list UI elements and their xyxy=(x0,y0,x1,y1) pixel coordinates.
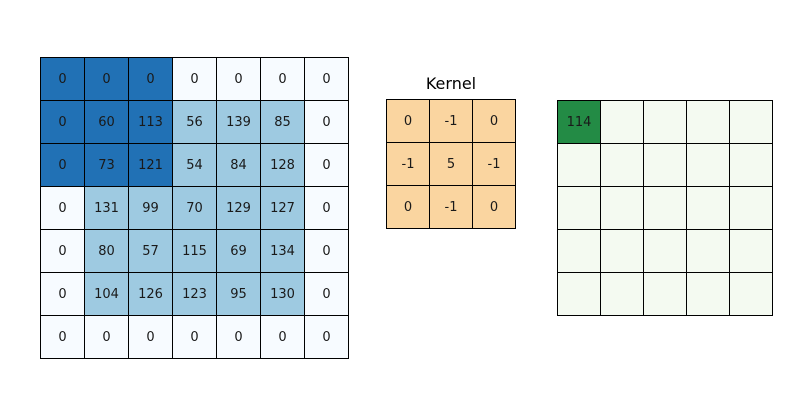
input-matrix-cell-r6c6: 0 xyxy=(305,316,348,358)
output-matrix-cell-r4c3 xyxy=(687,273,729,315)
output-matrix-cell-r3c0 xyxy=(558,230,600,272)
input-matrix-cell-r1c4: 139 xyxy=(217,101,260,143)
input-matrix-cell-r3c4: 129 xyxy=(217,187,260,229)
kernel-cell-r1c1: 5 xyxy=(430,143,472,185)
input-matrix-cell-r1c0: 0 xyxy=(41,101,84,143)
input-matrix-cell-r6c0: 0 xyxy=(41,316,84,358)
output-matrix-cell-r0c1 xyxy=(601,101,643,143)
input-matrix-cell-r3c2: 99 xyxy=(129,187,172,229)
output-matrix-grid: 114 xyxy=(557,100,773,316)
input-matrix-cell-r2c1: 73 xyxy=(85,144,128,186)
input-matrix-cell-r0c0: 0 xyxy=(41,58,84,100)
input-matrix-cell-r3c5: 127 xyxy=(261,187,304,229)
output-matrix-cell-r0c3 xyxy=(687,101,729,143)
input-matrix-cell-r3c1: 131 xyxy=(85,187,128,229)
input-matrix-cell-r2c3: 54 xyxy=(173,144,216,186)
output-matrix-cell-r4c0 xyxy=(558,273,600,315)
output-matrix-cell-r1c4 xyxy=(730,144,772,186)
input-matrix-cell-r6c2: 0 xyxy=(129,316,172,358)
input-matrix-cell-r1c5: 85 xyxy=(261,101,304,143)
kernel-cell-r0c2: 0 xyxy=(473,100,515,142)
output-matrix-cell-r2c4 xyxy=(730,187,772,229)
output-matrix-cell-r1c1 xyxy=(601,144,643,186)
input-matrix-cell-r5c5: 130 xyxy=(261,273,304,315)
input-matrix-cell-r3c3: 70 xyxy=(173,187,216,229)
output-matrix-cell-r3c4 xyxy=(730,230,772,272)
input-matrix-cell-r4c2: 57 xyxy=(129,230,172,272)
output-matrix-cell-r4c2 xyxy=(644,273,686,315)
output-matrix-cell-r2c3 xyxy=(687,187,729,229)
output-matrix-cell-r0c2 xyxy=(644,101,686,143)
output-matrix-cell-r0c0: 114 xyxy=(558,101,600,143)
output-matrix-cell-r3c3 xyxy=(687,230,729,272)
input-matrix-cell-r5c0: 0 xyxy=(41,273,84,315)
input-matrix-cell-r3c0: 0 xyxy=(41,187,84,229)
output-matrix-cell-r2c2 xyxy=(644,187,686,229)
kernel-cell-r2c1: -1 xyxy=(430,186,472,228)
kernel-cell-r1c2: -1 xyxy=(473,143,515,185)
output-matrix-cell-r3c2 xyxy=(644,230,686,272)
input-matrix-cell-r2c2: 121 xyxy=(129,144,172,186)
input-matrix-cell-r1c3: 56 xyxy=(173,101,216,143)
input-matrix-cell-r0c4: 0 xyxy=(217,58,260,100)
input-matrix-cell-r0c2: 0 xyxy=(129,58,172,100)
input-matrix-cell-r6c5: 0 xyxy=(261,316,304,358)
input-matrix-cell-r1c2: 113 xyxy=(129,101,172,143)
input-matrix-cell-r0c3: 0 xyxy=(173,58,216,100)
input-matrix-cell-r5c6: 0 xyxy=(305,273,348,315)
input-matrix-cell-r4c1: 80 xyxy=(85,230,128,272)
input-matrix-cell-r3c6: 0 xyxy=(305,187,348,229)
input-matrix-cell-r5c3: 123 xyxy=(173,273,216,315)
kernel-cell-r2c2: 0 xyxy=(473,186,515,228)
kernel-title: Kernel xyxy=(425,74,477,93)
input-matrix-cell-r2c5: 128 xyxy=(261,144,304,186)
input-matrix-cell-r6c4: 0 xyxy=(217,316,260,358)
input-matrix-cell-r1c1: 60 xyxy=(85,101,128,143)
input-matrix-cell-r4c4: 69 xyxy=(217,230,260,272)
input-matrix-cell-r1c6: 0 xyxy=(305,101,348,143)
input-matrix-cell-r6c3: 0 xyxy=(173,316,216,358)
output-matrix-cell-r1c0 xyxy=(558,144,600,186)
output-matrix-cell-r1c2 xyxy=(644,144,686,186)
input-matrix-cell-r4c5: 134 xyxy=(261,230,304,272)
input-matrix-cell-r2c6: 0 xyxy=(305,144,348,186)
input-matrix-cell-r0c1: 0 xyxy=(85,58,128,100)
input-matrix-cell-r6c1: 0 xyxy=(85,316,128,358)
input-matrix-cell-r4c6: 0 xyxy=(305,230,348,272)
output-matrix-cell-r4c4 xyxy=(730,273,772,315)
input-matrix-cell-r5c1: 104 xyxy=(85,273,128,315)
kernel-cell-r2c0: 0 xyxy=(387,186,429,228)
input-matrix-cell-r5c4: 95 xyxy=(217,273,260,315)
input-matrix-cell-r2c0: 0 xyxy=(41,144,84,186)
input-matrix-cell-r5c2: 126 xyxy=(129,273,172,315)
output-matrix-cell-r2c0 xyxy=(558,187,600,229)
output-matrix-cell-r2c1 xyxy=(601,187,643,229)
input-matrix-cell-r0c5: 0 xyxy=(261,58,304,100)
input-matrix-cell-r4c3: 115 xyxy=(173,230,216,272)
output-matrix-cell-r4c1 xyxy=(601,273,643,315)
kernel-cell-r0c0: 0 xyxy=(387,100,429,142)
kernel-cell-r0c1: -1 xyxy=(430,100,472,142)
input-matrix-cell-r0c6: 0 xyxy=(305,58,348,100)
input-matrix-cell-r2c4: 84 xyxy=(217,144,260,186)
kernel-cell-r1c0: -1 xyxy=(387,143,429,185)
output-matrix-cell-r1c3 xyxy=(687,144,729,186)
input-matrix-cell-r4c0: 0 xyxy=(41,230,84,272)
output-matrix-cell-r3c1 xyxy=(601,230,643,272)
output-matrix-cell-r0c4 xyxy=(730,101,772,143)
